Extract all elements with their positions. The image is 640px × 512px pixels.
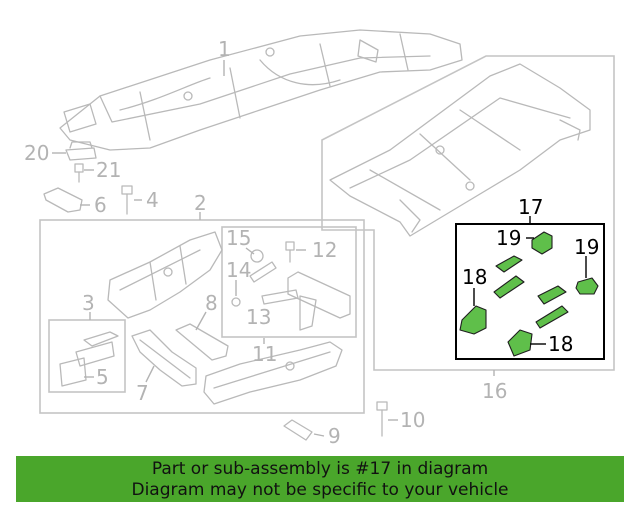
callout-8: 8 [205, 291, 218, 315]
callout-19-right: 19 [574, 235, 599, 259]
callout-13: 13 [246, 305, 271, 329]
callout-17: 17 [518, 195, 543, 219]
pad-6-drawing [43, 187, 83, 213]
main-frame-drawing [59, 29, 463, 151]
banner-line-2: Diagram may not be specific to your vehi… [131, 480, 509, 500]
lower-frame-drawing [329, 63, 591, 237]
strip-9-drawing [283, 419, 313, 441]
callout-18-left: 18 [462, 265, 487, 289]
crossmember-group-drawing [107, 231, 343, 405]
callout-6: 6 [94, 193, 107, 217]
banner-line-1: Part or sub-assembly is #17 in diagram [151, 459, 489, 479]
bolt-10-drawing [376, 401, 388, 437]
bolt-4-drawing [121, 185, 133, 215]
leader-lines-gray [52, 60, 495, 437]
callout-2: 2 [194, 191, 207, 215]
callout-11: 11 [252, 342, 277, 366]
callout-18-bottom: 18 [548, 332, 573, 356]
callout-20: 20 [24, 141, 49, 165]
callout-4: 4 [146, 188, 159, 212]
callout-9: 9 [328, 424, 341, 448]
bolt-21-drawing [74, 163, 84, 183]
callout-21: 21 [96, 158, 121, 182]
callout-15: 15 [226, 226, 251, 250]
callout-16: 16 [482, 379, 507, 403]
mount-3-drawing [59, 331, 119, 387]
bracket-20-drawing [65, 141, 97, 161]
callout-5: 5 [96, 365, 109, 389]
group-box-2 [39, 219, 365, 414]
parts-diagram: 1 2 3 4 5 6 7 8 9 10 11 12 13 14 15 16 1… [24, 29, 615, 448]
callout-19-top: 19 [496, 226, 521, 250]
callout-14: 14 [226, 258, 251, 282]
subbox-11-drawing [231, 241, 351, 331]
callout-1: 1 [218, 37, 231, 61]
callout-3: 3 [82, 291, 95, 315]
group-box-11 [221, 226, 357, 338]
group-box-3 [48, 319, 126, 393]
callout-12: 12 [312, 238, 337, 262]
info-banner: Part or sub-assembly is #17 in diagram D… [16, 456, 624, 502]
callout-10: 10 [400, 408, 425, 432]
leader-lines-black [473, 216, 587, 345]
highlighted-parts-17 [459, 231, 599, 357]
callout-7: 7 [136, 381, 149, 405]
